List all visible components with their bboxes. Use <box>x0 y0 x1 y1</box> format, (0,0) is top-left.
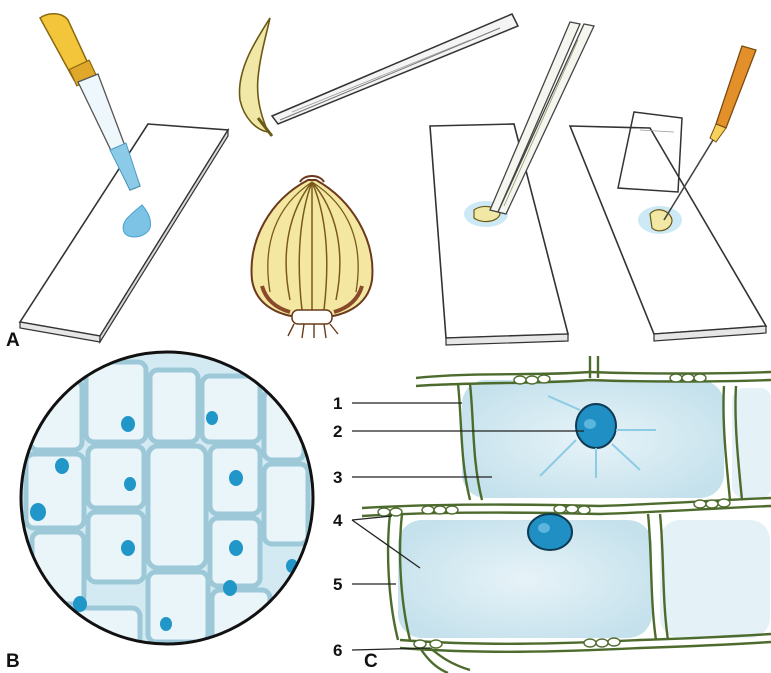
panel-b-microscope-view: B <box>6 350 320 672</box>
panel-b-label: B <box>6 651 20 672</box>
label-4: 4 <box>333 511 343 530</box>
onion-bulb <box>252 176 373 338</box>
panel-c-label: C <box>364 651 378 672</box>
label-1: 1 <box>333 394 342 413</box>
slide-with-cover-glass <box>570 112 766 341</box>
label-6: 6 <box>333 641 342 660</box>
label-5: 5 <box>333 575 342 594</box>
tweezers <box>272 14 518 124</box>
slide-with-onion-skin <box>430 124 568 345</box>
label-2: 2 <box>333 422 342 441</box>
scalpel <box>239 18 272 136</box>
tweezers-placing <box>490 22 594 214</box>
panel-a-preparation-steps: A <box>6 14 766 351</box>
panel-a-label: A <box>6 330 20 351</box>
label-3: 3 <box>333 468 342 487</box>
pipette-dropper <box>40 14 140 190</box>
panel-c-cell-structure: 1 2 3 4 5 6 C <box>333 356 771 673</box>
